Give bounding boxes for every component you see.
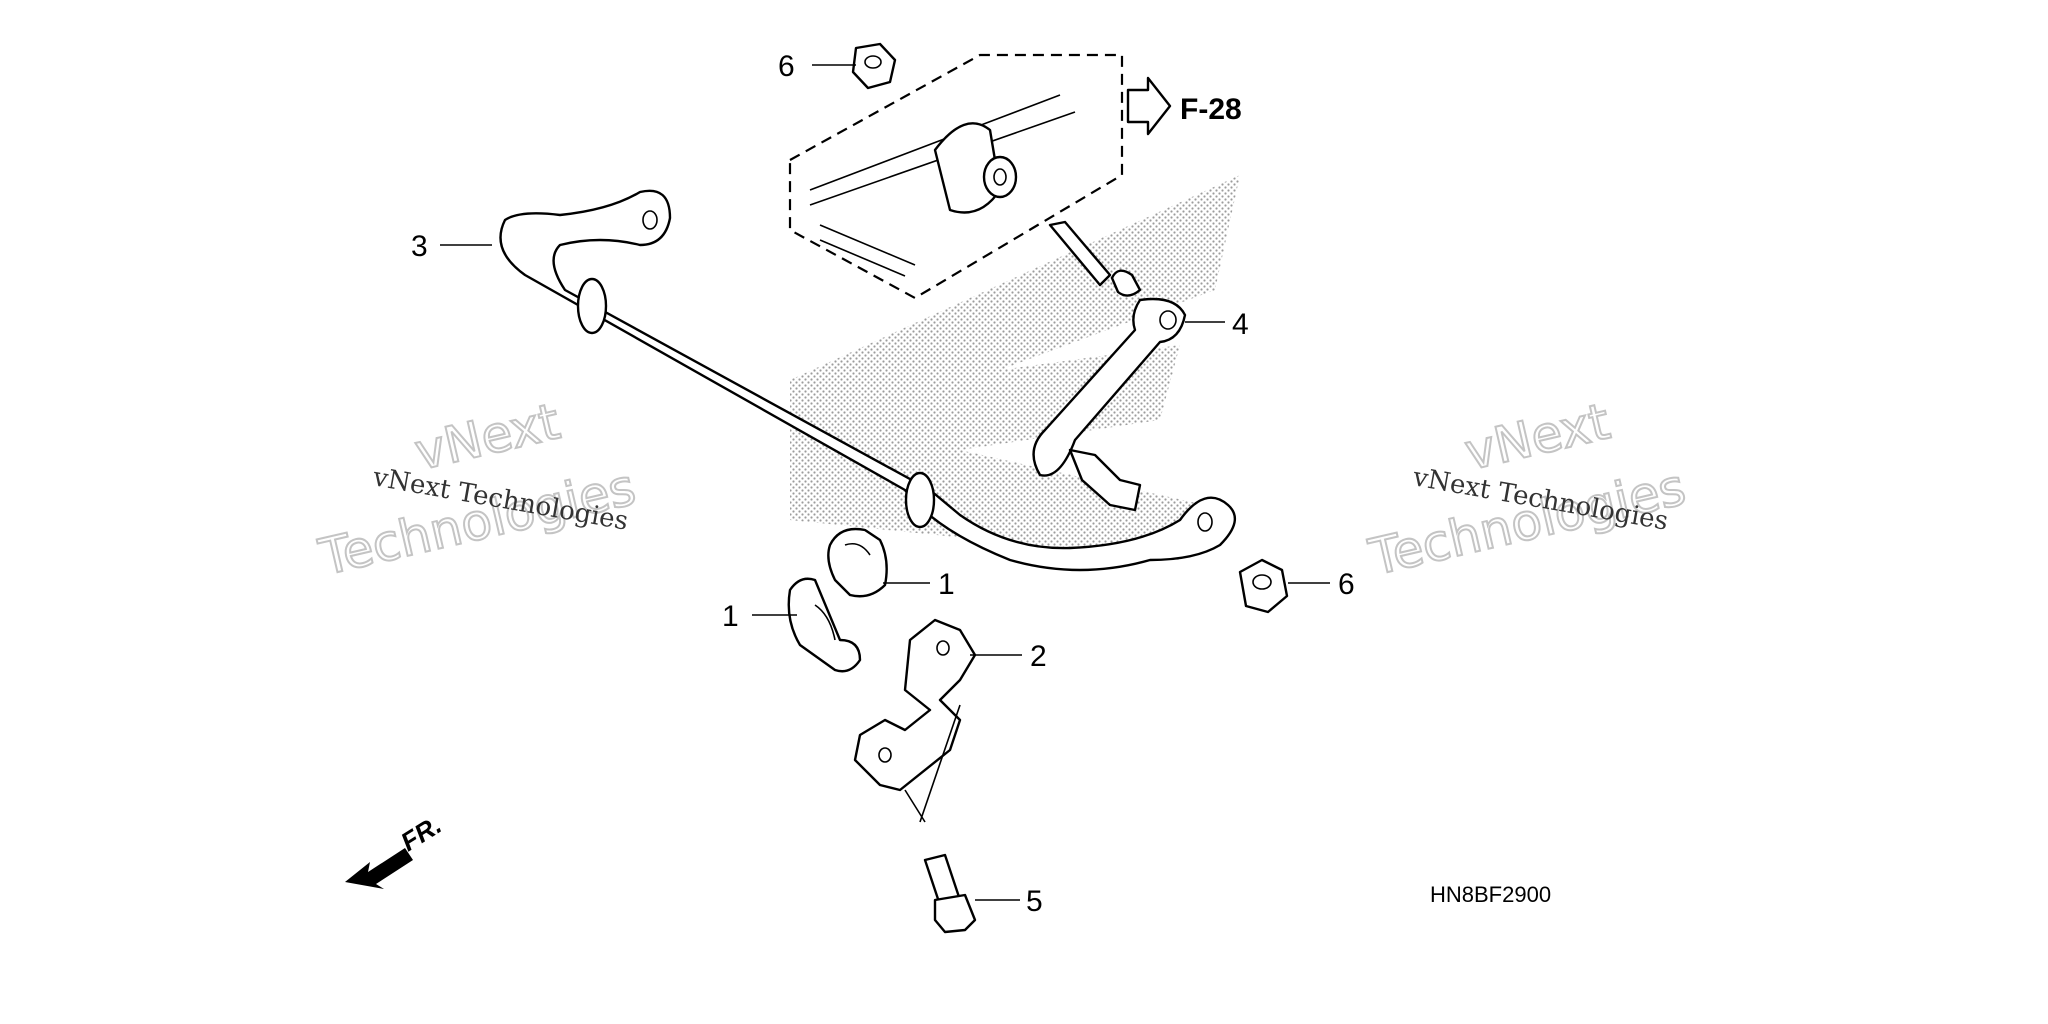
callout-3: 3 xyxy=(411,230,428,263)
front-direction-indicator: FR. xyxy=(345,809,447,889)
bushing-bracket xyxy=(853,618,977,823)
svg-text:vNext: vNext xyxy=(1460,392,1615,481)
nut-upper xyxy=(851,42,897,90)
reference-label: F-28 xyxy=(1180,93,1242,126)
svg-text:vNext: vNext xyxy=(410,392,565,481)
bushing-upper xyxy=(827,527,888,598)
bolt xyxy=(923,853,977,934)
callout-1-upper: 1 xyxy=(938,568,955,601)
stabilizer-link xyxy=(1032,220,1187,512)
callout-1-lower: 1 xyxy=(722,600,739,633)
stabilizer-bar xyxy=(499,189,1237,572)
subframe-detail xyxy=(788,53,1124,300)
callout-2: 2 xyxy=(1030,640,1047,673)
watermark-left: vNext Technologies vNext Technologies xyxy=(313,391,642,588)
nut-right xyxy=(1238,558,1289,614)
callout-5: 5 xyxy=(1026,885,1043,918)
diagram-part-code: HN8BF2900 xyxy=(1430,882,1551,907)
callout-4: 4 xyxy=(1232,308,1249,341)
bushing-lower xyxy=(787,577,862,673)
callouts: 6 3 4 1 1 6 2 5 xyxy=(411,50,1355,918)
callout-6-right: 6 xyxy=(1338,568,1355,601)
background-logo-shading xyxy=(790,175,1240,560)
callout-6-upper: 6 xyxy=(778,50,795,83)
watermark-right: vNext Technologies vNext Technologies xyxy=(1363,391,1692,588)
reference-arrow: F-28 xyxy=(1126,76,1242,136)
